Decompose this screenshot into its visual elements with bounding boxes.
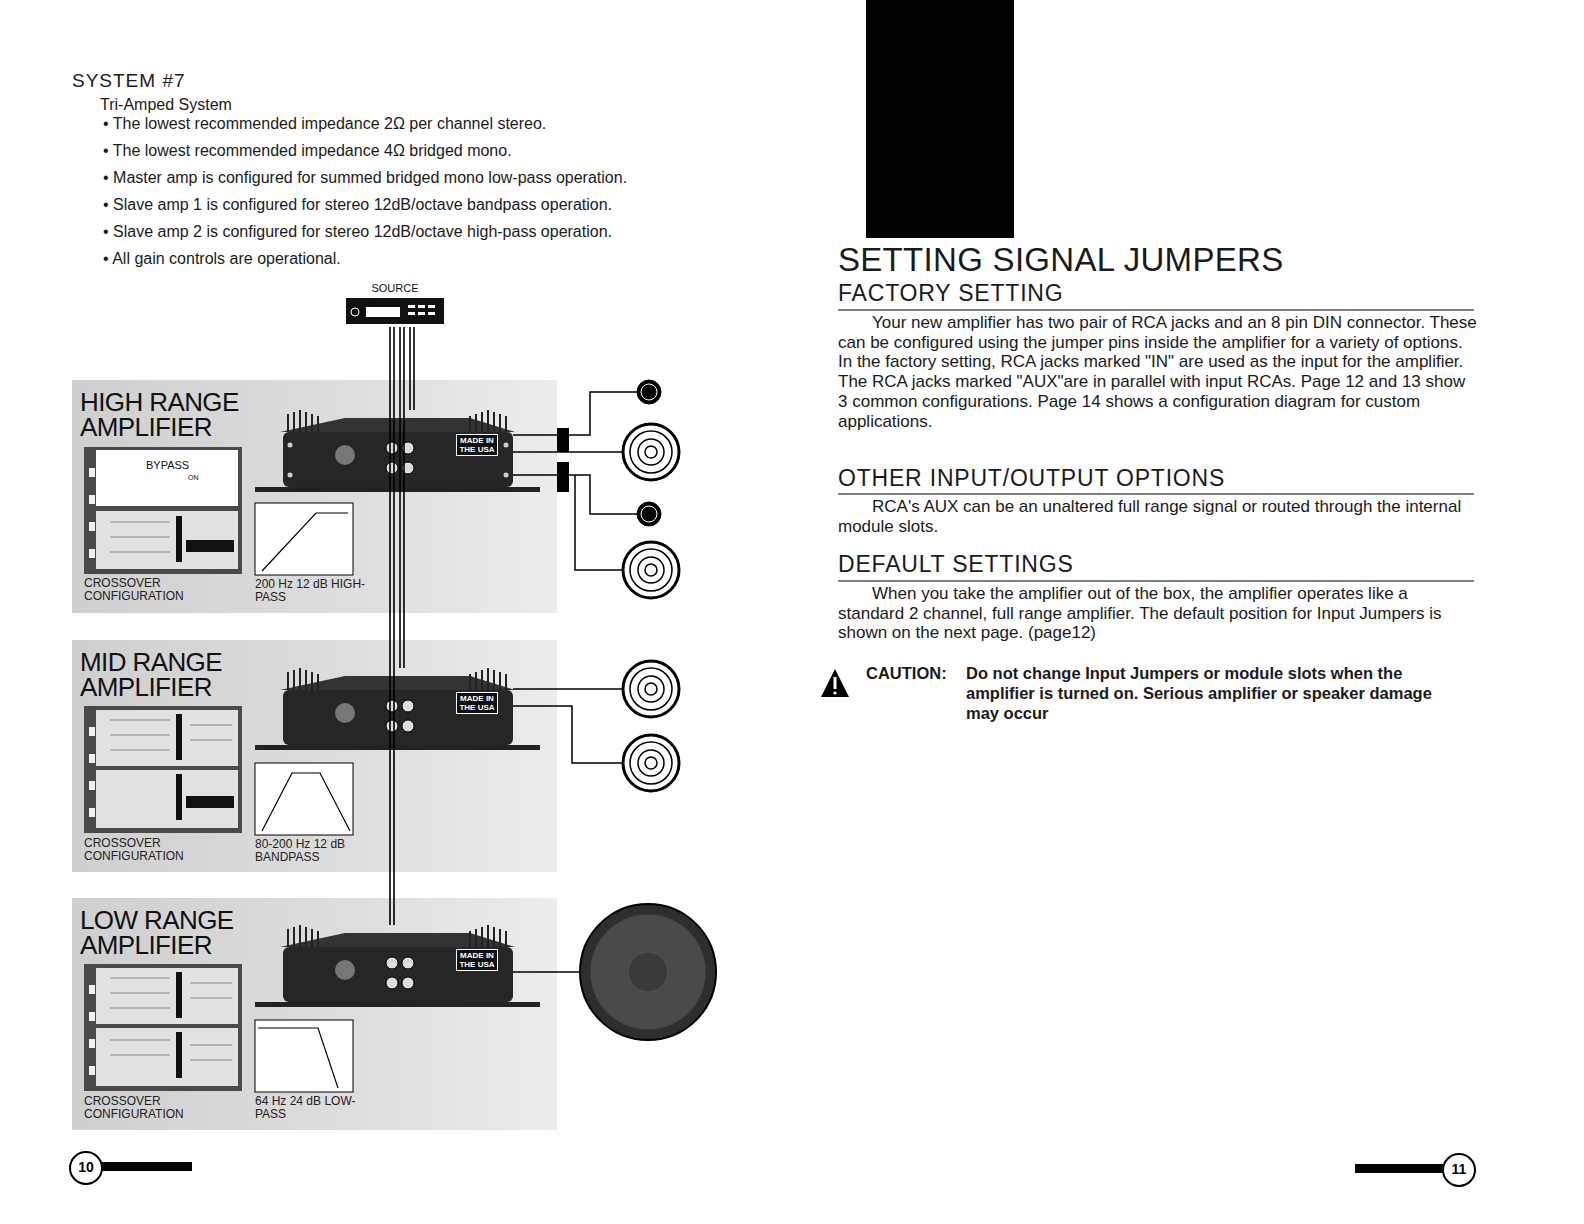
rca-cable <box>390 327 394 925</box>
panel-heading: MID RANGE AMPLIFIER <box>80 650 270 699</box>
page-number: 11 <box>1443 1154 1477 1186</box>
page-number-text: 10 <box>70 1159 102 1176</box>
bullet-note: • The lowest recommended impedance 4Ω br… <box>103 141 512 160</box>
amp-panel: MID RANGE AMPLIFIER CROSSOVER CONFIGURATI… <box>72 640 557 872</box>
made-in-usa-stamp: MADE IN THE USA <box>456 434 498 456</box>
section-title: SETTING SIGNAL JUMPERS <box>838 240 1283 280</box>
bypass-box: BYPASS ON <box>96 450 238 506</box>
amplifier: MADE IN THE USA <box>270 410 515 490</box>
section-heading: OTHER INPUT/OUTPUT OPTIONS <box>838 465 1225 493</box>
rca-cable <box>400 327 404 668</box>
body-paragraph: RCA's AUX can be an unaltered full range… <box>838 497 1478 536</box>
made-in-usa-stamp: MADE IN THE USA <box>456 949 498 971</box>
bullet-note: • Slave amp 2 is configured for stereo 1… <box>103 222 612 241</box>
subtitle: Tri-Amped System <box>100 95 232 114</box>
bullet-note: • The lowest recommended impedance 2Ω pe… <box>103 114 546 133</box>
page-heading: SYSTEM #7 <box>72 70 186 93</box>
body-paragraph: When you take the amplifier out of the b… <box>838 584 1478 643</box>
crossover-label: CROSSOVER CONFIGURATION <box>84 1095 219 1121</box>
amp-panel: HIGH RANGE AMPLIFIER CROSSOVER CONFIGURAT… <box>72 380 557 613</box>
crossover-spec: 200 Hz 12 dB HIGH-PASS <box>255 578 380 604</box>
panel-heading: LOW RANGE AMPLIFIER <box>80 908 270 957</box>
crossover-label: CROSSOVER CONFIGURATION <box>84 577 219 603</box>
panel-heading: HIGH RANGE AMPLIFIER <box>80 390 270 439</box>
page-number-text: 11 <box>1443 1161 1475 1178</box>
crossover-spec: 80-200 Hz 12 dB BANDPASS <box>255 838 380 864</box>
body-paragraph: Your new amplifier has two pair of RCA j… <box>838 313 1478 431</box>
source-unit: SOURCE <box>336 281 456 327</box>
page-number: 10 <box>70 1152 104 1184</box>
response-graph: 64 Hz 24 dB LOW-PASS <box>255 1020 382 1123</box>
bullet-note: • Slave amp 1 is configured for stereo 1… <box>103 195 612 214</box>
bypass-label: BYPASS <box>146 459 206 472</box>
caution-text: Do not change Input Jumpers or module sl… <box>966 663 1446 723</box>
source-label: SOURCE <box>336 282 454 295</box>
bullet-note: • Master amp is configured for summed br… <box>103 168 627 187</box>
response-graph: 200 Hz 12 dB HIGH-PASS <box>255 503 382 606</box>
caution-label: CAUTION: <box>866 663 947 683</box>
response-graph: 80-200 Hz 12 dB BANDPASS <box>255 763 382 866</box>
amplifier: MADE IN THE USA <box>270 925 515 1005</box>
amplifier: MADE IN THE USA <box>270 668 515 748</box>
rca-cable <box>410 327 414 410</box>
made-in-usa-stamp: MADE IN THE USA <box>456 692 498 714</box>
crossover-spec: 64 Hz 24 dB LOW-PASS <box>255 1095 380 1121</box>
bullet-note: • All gain controls are operational. <box>103 249 341 268</box>
section-heading: FACTORY SETTING <box>838 280 1063 308</box>
crossover-label: CROSSOVER CONFIGURATION <box>84 837 219 863</box>
amp-panel: LOW RANGE AMPLIFIER CROSSOVER CONFIGURATI… <box>72 898 557 1130</box>
on-label: ON <box>188 474 208 482</box>
section-heading: DEFAULT SETTINGS <box>838 551 1074 579</box>
